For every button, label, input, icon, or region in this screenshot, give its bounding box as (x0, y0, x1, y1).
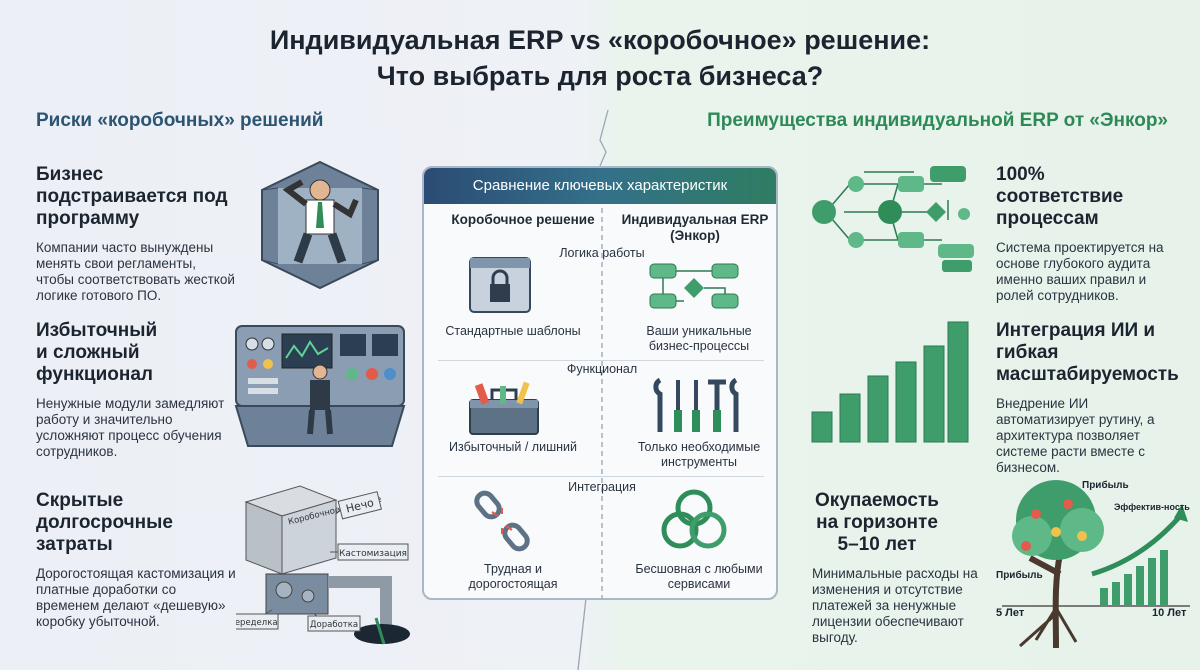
tools-icon (653, 377, 739, 432)
section-label-logic: Логика работы (559, 246, 645, 260)
box-costs-illustration: Коробочное решение Нечо Кастомизация Пер… (236, 485, 410, 645)
card-header: Сравнение ключевых характеристик (424, 168, 776, 204)
process-flow-icon (649, 263, 739, 309)
profit-tree-illustration: Прибыль Эффектив-ность Прибыль 5 Лет 10 … (996, 479, 1190, 649)
right-block-1: 100% соответствие процессам Система прое… (996, 164, 1186, 304)
title-line-1: Индивидуальная ERP vs «коробочное» решен… (269, 25, 931, 55)
left-block-text: Компании часто вынуждены менять свои рег… (36, 240, 235, 303)
right-block-text: Внедрение ИИ автоматизирует рутину, а ар… (996, 396, 1155, 475)
left-block-title: Избыточный и сложный функционал (36, 320, 158, 385)
left-block-title: Бизнес подстраивается под программу (36, 164, 228, 229)
right-block-title: Интеграция ИИ и гибкая масштабируемость (996, 320, 1179, 385)
left-heading: Риски «коробочных» решений (36, 110, 324, 131)
tree-label-profit-top: Прибыль (1082, 479, 1129, 491)
title-line-2: Что выбрать для роста бизнеса? (376, 61, 824, 91)
section-label-integration: Интеграция (568, 480, 636, 494)
section-separator (438, 360, 764, 361)
section-separator (438, 476, 764, 477)
tree-label-year5: 5 Лет (996, 607, 1025, 619)
tree-label-profit-left: Прибыль (996, 569, 1043, 581)
cell-logic-custom: Ваши уникальные бизнес-процессы (646, 324, 752, 353)
card-divider (601, 208, 603, 598)
col-head-custom: Индивидуальная ERP (Энкор) (621, 212, 769, 243)
page-title: Индивидуальная ERP vs «коробочное» решен… (0, 22, 1200, 94)
box-tag-2-text: Кастомизация (339, 549, 407, 559)
toolbox-icon (469, 381, 539, 435)
left-block-text: Дорогостоящая кастомизация и платные дор… (36, 566, 236, 629)
cell-integration-box: Трудная и дорогостоящая (468, 562, 558, 591)
col-head-box: Коробочное решение (451, 212, 595, 227)
tree-label-year10: 10 Лет (1152, 607, 1187, 619)
right-heading: Преимущества индивидуальной ERP от «Энко… (707, 110, 1168, 131)
left-block-2: Избыточный и сложный функционал Ненужные… (36, 320, 236, 460)
box-tag-3 (236, 613, 279, 630)
cell-function-box: Избыточный / лишний (449, 440, 577, 454)
cell-function-custom: Только необходимые инструменты (637, 440, 761, 469)
right-block-title: 100% соответствие процессам (996, 164, 1124, 229)
box-tag-1: Нечо (337, 491, 382, 520)
locked-template-icon (469, 257, 531, 313)
growth-bars-illustration (811, 321, 969, 443)
box-tag-2 (337, 543, 409, 561)
tree-label-efficiency: Эффектив-ность (1114, 502, 1190, 512)
box-tag-3-text: Переделка (236, 618, 278, 628)
trapped-man-illustration (261, 160, 379, 290)
section-label-function: Функционал (566, 362, 638, 376)
right-block-text: Система проектируется на основе глубоког… (996, 240, 1164, 303)
seamless-knot-icon (661, 489, 727, 549)
process-network-illustration (812, 166, 974, 272)
right-block-3: Окупаемость на горизонте 5–10 лет Минима… (812, 490, 982, 646)
broken-chain-icon (474, 490, 530, 552)
right-block-2: Интеграция ИИ и гибкая масштабируемость … (996, 320, 1186, 476)
left-block-title: Скрытые долгосрочные затраты (36, 490, 173, 555)
box-tag-4 (307, 615, 361, 632)
control-panel-illustration (234, 325, 406, 447)
left-block-1: Бизнес подстраивается под программу Комп… (36, 164, 236, 304)
comparison-card: Сравнение ключевых характеристик Коробоч… (422, 166, 778, 600)
right-block-title: Окупаемость на горизонте 5–10 лет (815, 490, 939, 555)
cell-logic-box: Стандартные шаблоны (445, 324, 581, 338)
left-block-3: Скрытые долгосрочные затраты Дорогостоящ… (36, 490, 236, 630)
box-tag-4-text: Доработка (310, 620, 358, 630)
right-block-text: Минимальные расходы на изменения и отсут… (812, 566, 978, 645)
cell-integration-custom: Бесшовная с любыми сервисами (635, 562, 763, 591)
left-block-text: Ненужные модули замедляют работу и значи… (36, 396, 225, 459)
